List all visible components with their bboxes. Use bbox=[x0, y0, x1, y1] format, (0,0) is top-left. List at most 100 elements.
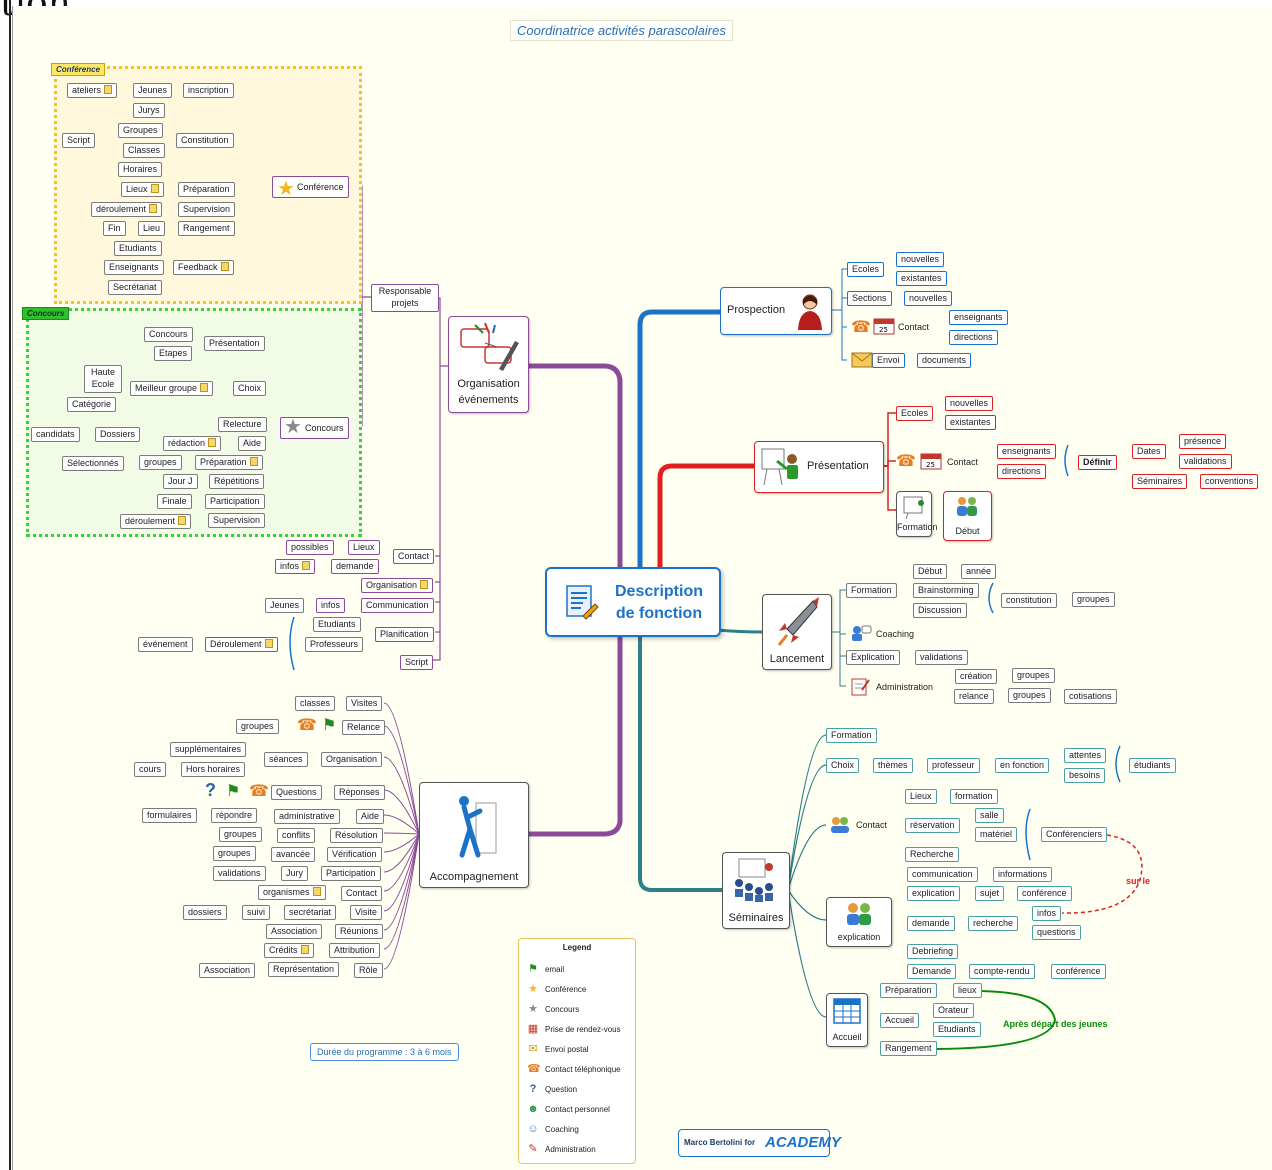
topic-pre-ecoles[interactable]: Ecoles bbox=[896, 406, 934, 421]
topic-sem-accueil[interactable]: Accueil bbox=[880, 1013, 920, 1028]
topic-cc-meilleur[interactable]: Meilleur groupe bbox=[130, 381, 214, 396]
topic-acc-representation[interactable]: Représentation bbox=[268, 962, 340, 977]
topic-acc-repondre[interactable]: répondre bbox=[211, 808, 258, 823]
topic-acc-groupes[interactable]: groupes bbox=[236, 719, 279, 734]
pre-projet-box[interactable]: Formation bbox=[896, 491, 938, 537]
topic-acc-visite[interactable]: Visite bbox=[350, 905, 382, 920]
topic-sem-demande2[interactable]: Demande bbox=[907, 964, 957, 979]
topic-acc-resolution[interactable]: Résolution bbox=[330, 828, 383, 843]
topic-lan-relance[interactable]: relance bbox=[954, 689, 994, 704]
topic-acc-administrative[interactable]: administrative bbox=[274, 809, 340, 824]
topic-cc-aide[interactable]: Aide bbox=[238, 436, 267, 451]
topic-lan-groupes3[interactable]: groupes bbox=[1008, 688, 1051, 703]
topic-acc-suivi[interactable]: suivi bbox=[242, 905, 271, 920]
topic-sem-themes[interactable]: thèmes bbox=[873, 758, 913, 773]
topic-acc-reunions[interactable]: Réunions bbox=[335, 924, 384, 939]
topic-lan-formation[interactable]: Formation bbox=[846, 583, 897, 598]
topic-sem-conferenciers[interactable]: Conférenciers bbox=[1041, 827, 1108, 842]
topic-conf-enseignants[interactable]: Enseignants bbox=[104, 260, 164, 275]
topic-sem-conference2[interactable]: conférence bbox=[1051, 964, 1106, 979]
topic-acc-dossiers[interactable]: dossiers bbox=[183, 905, 227, 920]
topic-conf-feedback[interactable]: Feedback bbox=[173, 260, 234, 275]
topic-sem-debriefing[interactable]: Debriefing bbox=[907, 944, 959, 959]
topic-lan-debut[interactable]: Début bbox=[913, 564, 948, 579]
branch-organisation[interactable]: Organisation événements bbox=[448, 316, 529, 413]
topic-sem-besoins[interactable]: besoins bbox=[1064, 768, 1106, 783]
sem-aux-etudiants-box[interactable]: explication bbox=[826, 897, 892, 947]
topic-cc-redaction[interactable]: rédaction bbox=[163, 436, 222, 451]
branch-seminaires[interactable]: Séminaires bbox=[722, 852, 790, 929]
topic-sem-formation2[interactable]: formation bbox=[950, 789, 998, 804]
topic-sem-infos[interactable]: infos bbox=[1032, 906, 1062, 921]
topic-lan-cotisations[interactable]: cotisations bbox=[1064, 689, 1117, 704]
topic-conf-conference[interactable]: Conférence bbox=[272, 176, 349, 198]
topic-sem-salle[interactable]: salle bbox=[975, 808, 1004, 823]
topic-sem-enfonction[interactable]: en fonction bbox=[995, 758, 1050, 773]
topic-lan-explication[interactable]: Explication bbox=[846, 650, 900, 665]
topic-acc-visites[interactable]: Visites bbox=[346, 696, 383, 711]
topic-sem-compte-rendu[interactable]: compte-rendu bbox=[969, 964, 1035, 979]
topic-acc-avancee[interactable]: avancée bbox=[271, 847, 316, 862]
topic-acc-supplementaires[interactable]: supplémentaires bbox=[170, 742, 247, 757]
topic-lan-brainstorming[interactable]: Brainstorming bbox=[913, 583, 979, 598]
topic-cc-candidats[interactable]: candidats bbox=[31, 427, 80, 442]
topic-acc-contact[interactable]: Contact bbox=[341, 886, 383, 901]
topic-sem-attentes[interactable]: attentes bbox=[1064, 748, 1107, 763]
topic-lan-groupes2[interactable]: groupes bbox=[1012, 668, 1055, 683]
topic-pro-nouvelles[interactable]: nouvelles bbox=[896, 252, 945, 267]
branch-presentation[interactable]: Présentation bbox=[754, 441, 884, 493]
topic-lan-creation[interactable]: création bbox=[955, 669, 998, 684]
topic-lan-constitution[interactable]: constitution bbox=[1001, 593, 1057, 608]
topic-sem-communication[interactable]: communication bbox=[907, 867, 978, 882]
topic-sem-rangement[interactable]: Rangement bbox=[880, 1041, 937, 1056]
topic-org-communication[interactable]: Communication bbox=[361, 598, 434, 613]
topic-pre-conventions[interactable]: conventions bbox=[1200, 474, 1259, 489]
topic-acc-classes[interactable]: classes bbox=[295, 696, 336, 711]
topic-org-planification[interactable]: Planification bbox=[375, 627, 434, 642]
topic-conf-jurys[interactable]: Jurys bbox=[133, 103, 165, 118]
topic-sem-reservation[interactable]: réservation bbox=[905, 818, 960, 833]
topic-pre-definir[interactable]: Définir bbox=[1078, 455, 1117, 470]
branch-accompagnement[interactable]: Accompagnement bbox=[419, 782, 529, 888]
topic-acc-questions[interactable]: Questions bbox=[271, 785, 322, 800]
topic-sem-conference[interactable]: conférence bbox=[1017, 886, 1072, 901]
topic-lan-groupes[interactable]: groupes bbox=[1072, 592, 1115, 607]
topic-acc-reponses[interactable]: Réponses bbox=[334, 785, 385, 800]
topic-sem-informations[interactable]: informations bbox=[993, 867, 1053, 882]
topic-acc-attribution[interactable]: Attribution bbox=[329, 943, 380, 958]
topic-cc-participation[interactable]: Participation bbox=[205, 494, 265, 509]
topic-pro-documents[interactable]: documents bbox=[917, 353, 972, 368]
topic-acc-association2[interactable]: Association bbox=[199, 963, 256, 978]
topic-org-etudiants[interactable]: Etudiants bbox=[313, 617, 361, 632]
sem-jourj-box[interactable]: Accueil bbox=[826, 993, 868, 1047]
topic-sem-etudiants[interactable]: étudiants bbox=[1129, 758, 1176, 773]
topic-lan-annee[interactable]: année bbox=[961, 564, 997, 579]
topic-cc-groupes[interactable]: groupes bbox=[139, 455, 182, 470]
topic-pre-nouvelles[interactable]: nouvelles bbox=[945, 396, 994, 411]
topic-lan-administration[interactable]: Administration bbox=[876, 682, 934, 692]
topic-org-deroulement[interactable]: Déroulement bbox=[205, 637, 278, 652]
topic-sem-etudiants2[interactable]: Etudiants bbox=[933, 1022, 981, 1037]
topic-acc-formulaires[interactable]: formulaires bbox=[142, 808, 197, 823]
topic-acc-cours[interactable]: cours bbox=[134, 762, 167, 777]
topic-conf-lieu[interactable]: Lieu bbox=[138, 221, 166, 236]
topic-acc-relance[interactable]: Relance bbox=[342, 720, 386, 735]
topic-sem-recherche[interactable]: Recherche bbox=[905, 847, 959, 862]
topic-sem-lieux2[interactable]: lieux bbox=[953, 983, 982, 998]
topic-conf-supervision[interactable]: Supervision bbox=[178, 202, 236, 217]
topic-acc-role[interactable]: Rôle bbox=[354, 963, 383, 978]
topic-lan-discussion[interactable]: Discussion bbox=[913, 603, 967, 618]
topic-sem-explication[interactable]: explication bbox=[907, 886, 960, 901]
topic-acc-credits[interactable]: Crédits bbox=[264, 943, 314, 958]
topic-conf-deroulement[interactable]: déroulement bbox=[91, 202, 163, 217]
topic-lan-coaching[interactable]: Coaching bbox=[876, 629, 915, 639]
topic-cc-dossiers[interactable]: Dossiers bbox=[95, 427, 141, 442]
topic-cc-selectionnes[interactable]: Sélectionnés bbox=[62, 456, 124, 471]
topic-org-professeurs[interactable]: Professeurs bbox=[305, 637, 364, 652]
pre-etudiants-box[interactable]: Début bbox=[943, 491, 992, 541]
topic-conf-classes[interactable]: Classes bbox=[123, 143, 166, 158]
topic-sem-choix[interactable]: Choix bbox=[826, 758, 860, 773]
topic-conf-etudiants[interactable]: Etudiants bbox=[114, 241, 162, 256]
topic-conf-ateliers[interactable]: ateliers bbox=[67, 83, 118, 98]
topic-conf-inscription[interactable]: inscription bbox=[183, 83, 234, 98]
